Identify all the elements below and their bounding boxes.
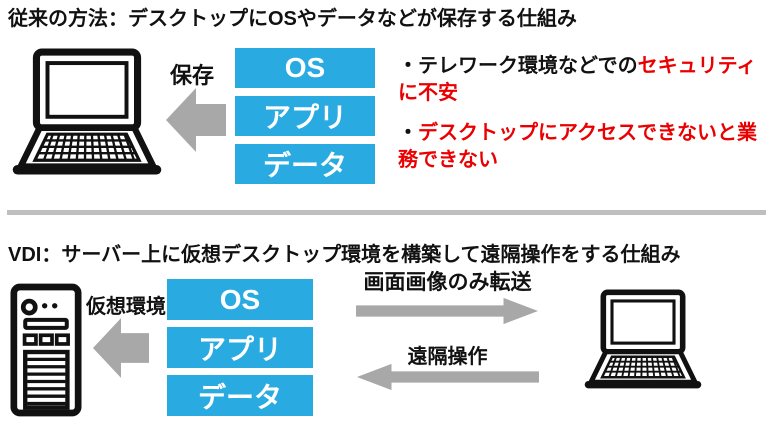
virtual-env-arrow-label: 仮想環境 — [86, 296, 166, 318]
laptop-icon — [8, 48, 166, 184]
issue-access: ・デスクトップにアクセスできないと業 務できない — [398, 120, 773, 174]
screen-transfer-right-arrow-icon — [350, 297, 545, 325]
remote-control-arrow-label: 遠隔操作 — [407, 346, 488, 368]
screen-transfer-arrow-label: 画面画像のみ転送 — [363, 271, 532, 294]
vdi-method-title: VDI：サーバー上に仮想デスクトップ環境を構築して遠隔操作をする仕組み — [8, 244, 681, 266]
issue-list: ・テレワーク環境などでのセキュリティ に不安 ・デスクトップにアクセスできないと… — [398, 53, 773, 174]
section-divider — [7, 210, 766, 215]
issue-text-red: 務できない — [398, 149, 498, 171]
server-stack: OS アプリ データ — [167, 279, 313, 423]
stack-box-os: OS — [235, 48, 375, 88]
virtual-env-left-arrow-icon — [93, 314, 149, 382]
stack-box-os: OS — [167, 279, 313, 320]
stack-box-app: アプリ — [235, 96, 375, 136]
issue-bullet: ・ — [398, 122, 418, 144]
save-arrow-label: 保存 — [170, 63, 215, 88]
server-icon — [9, 283, 83, 417]
issue-text-red: に不安 — [398, 82, 458, 104]
stack-box-data: データ — [167, 375, 313, 416]
laptop-icon — [581, 289, 705, 396]
issue-text-black: ・テレワーク環境などでの — [398, 55, 638, 77]
desktop-stack: OS アプリ データ — [235, 48, 375, 192]
traditional-method-title: 従来の方法：デスクトップにOSやデータなどが保存する仕組み — [8, 8, 577, 30]
save-left-arrow-icon — [166, 86, 226, 154]
issue-text-red: セキュリティ — [637, 55, 757, 77]
issue-text-red: デスクトップにアクセスできないと業 — [418, 122, 757, 144]
stack-box-data: データ — [235, 144, 375, 184]
remote-control-left-arrow-icon — [350, 363, 545, 391]
stack-box-app: アプリ — [167, 327, 313, 368]
issue-security: ・テレワーク環境などでのセキュリティ に不安 — [398, 53, 773, 107]
